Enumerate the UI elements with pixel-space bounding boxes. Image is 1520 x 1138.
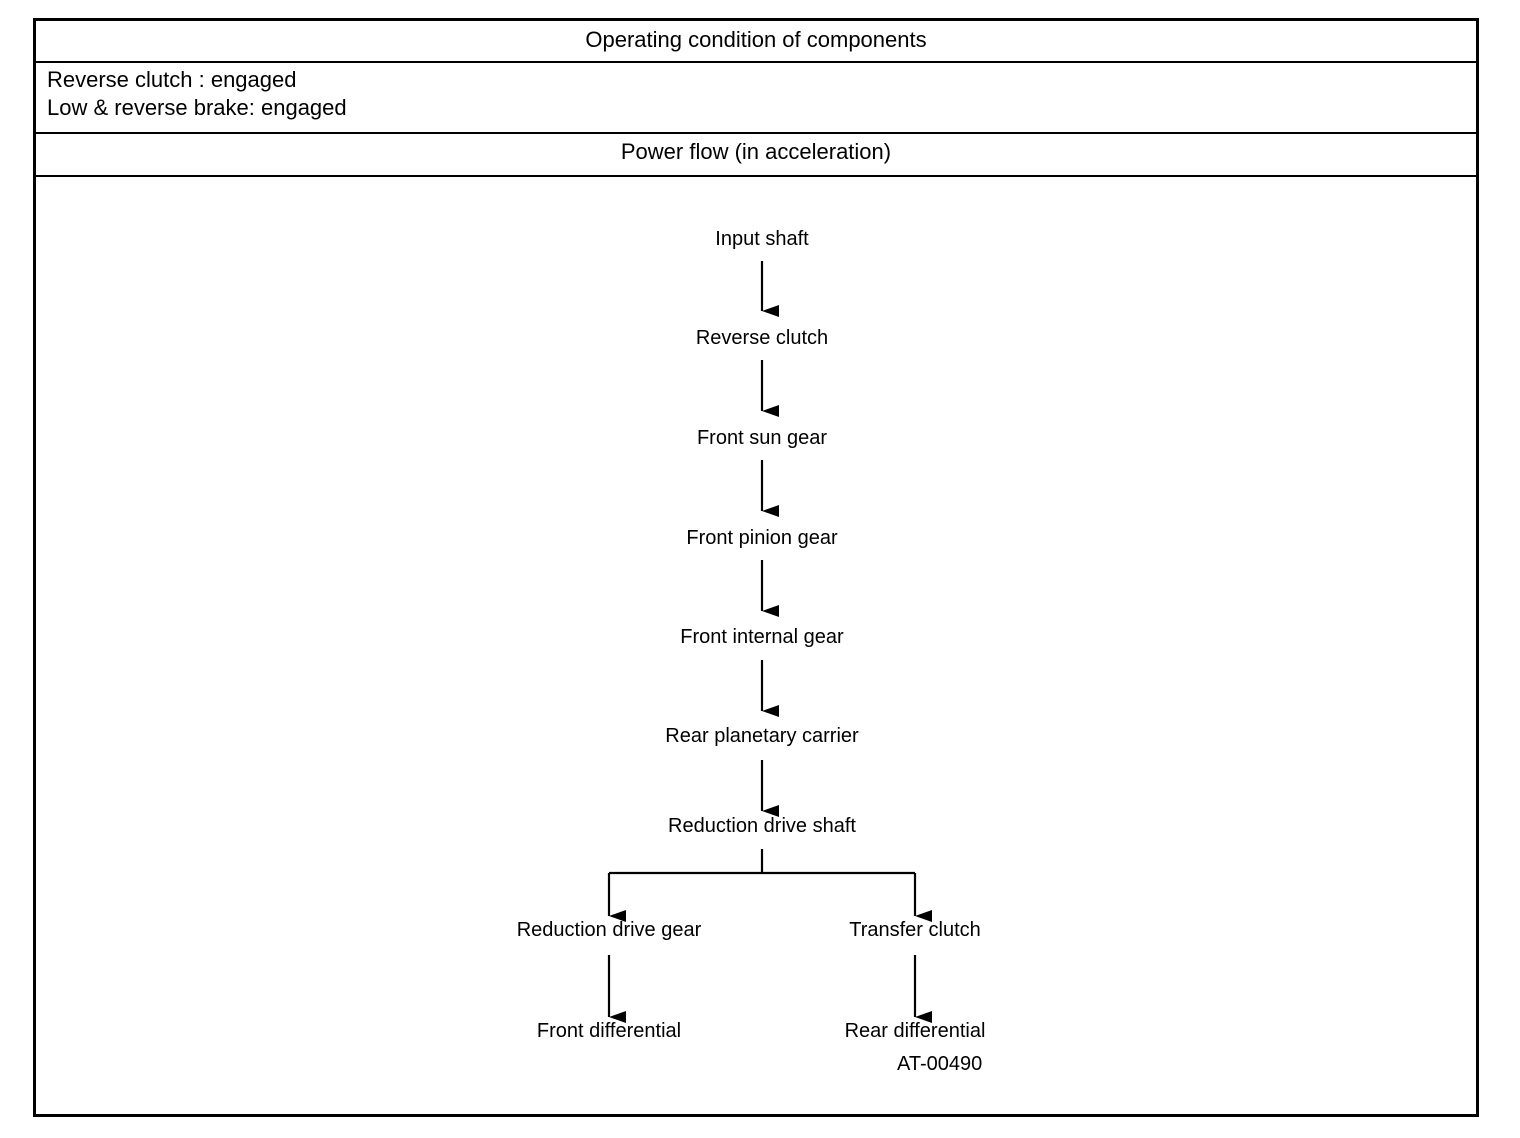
condition-line: Reverse clutch : engaged	[47, 67, 297, 92]
power-flow-diagram: Input shaft Reverse clutch Front sun gea…	[36, 177, 1476, 1114]
node-reverse-clutch: Reverse clutch	[695, 327, 829, 349]
node-front-sun-gear: Front sun gear	[696, 427, 828, 449]
node-rear-differential: Rear differential	[844, 1020, 986, 1042]
condition-line: Low & reverse brake: engaged	[47, 95, 347, 120]
flow-arrows	[607, 261, 932, 1023]
table-title: Operating condition of components	[585, 27, 927, 52]
table-frame: Operating condition of components Revers…	[33, 18, 1479, 1117]
table-title-row: Operating condition of components	[36, 21, 1476, 63]
node-front-pinion-gear: Front pinion gear	[686, 527, 838, 549]
power-flow-title-row: Power flow (in acceleration)	[36, 134, 1476, 177]
power-flow-title: Power flow (in acceleration)	[620, 139, 892, 164]
figure-code: AT-00490	[897, 1053, 983, 1075]
node-reduction-drive-gear: Reduction drive gear	[516, 919, 702, 941]
node-rear-planetary-carrier: Rear planetary carrier	[665, 725, 859, 747]
conditions-row: Reverse clutch : engaged Low & reverse b…	[36, 63, 1476, 134]
node-input-shaft: Input shaft	[715, 228, 809, 250]
node-front-differential: Front differential	[536, 1020, 682, 1042]
node-reduction-drive-shaft: Reduction drive shaft	[668, 815, 856, 837]
node-transfer-clutch: Transfer clutch	[849, 919, 981, 941]
node-front-internal-gear: Front internal gear	[680, 626, 844, 648]
